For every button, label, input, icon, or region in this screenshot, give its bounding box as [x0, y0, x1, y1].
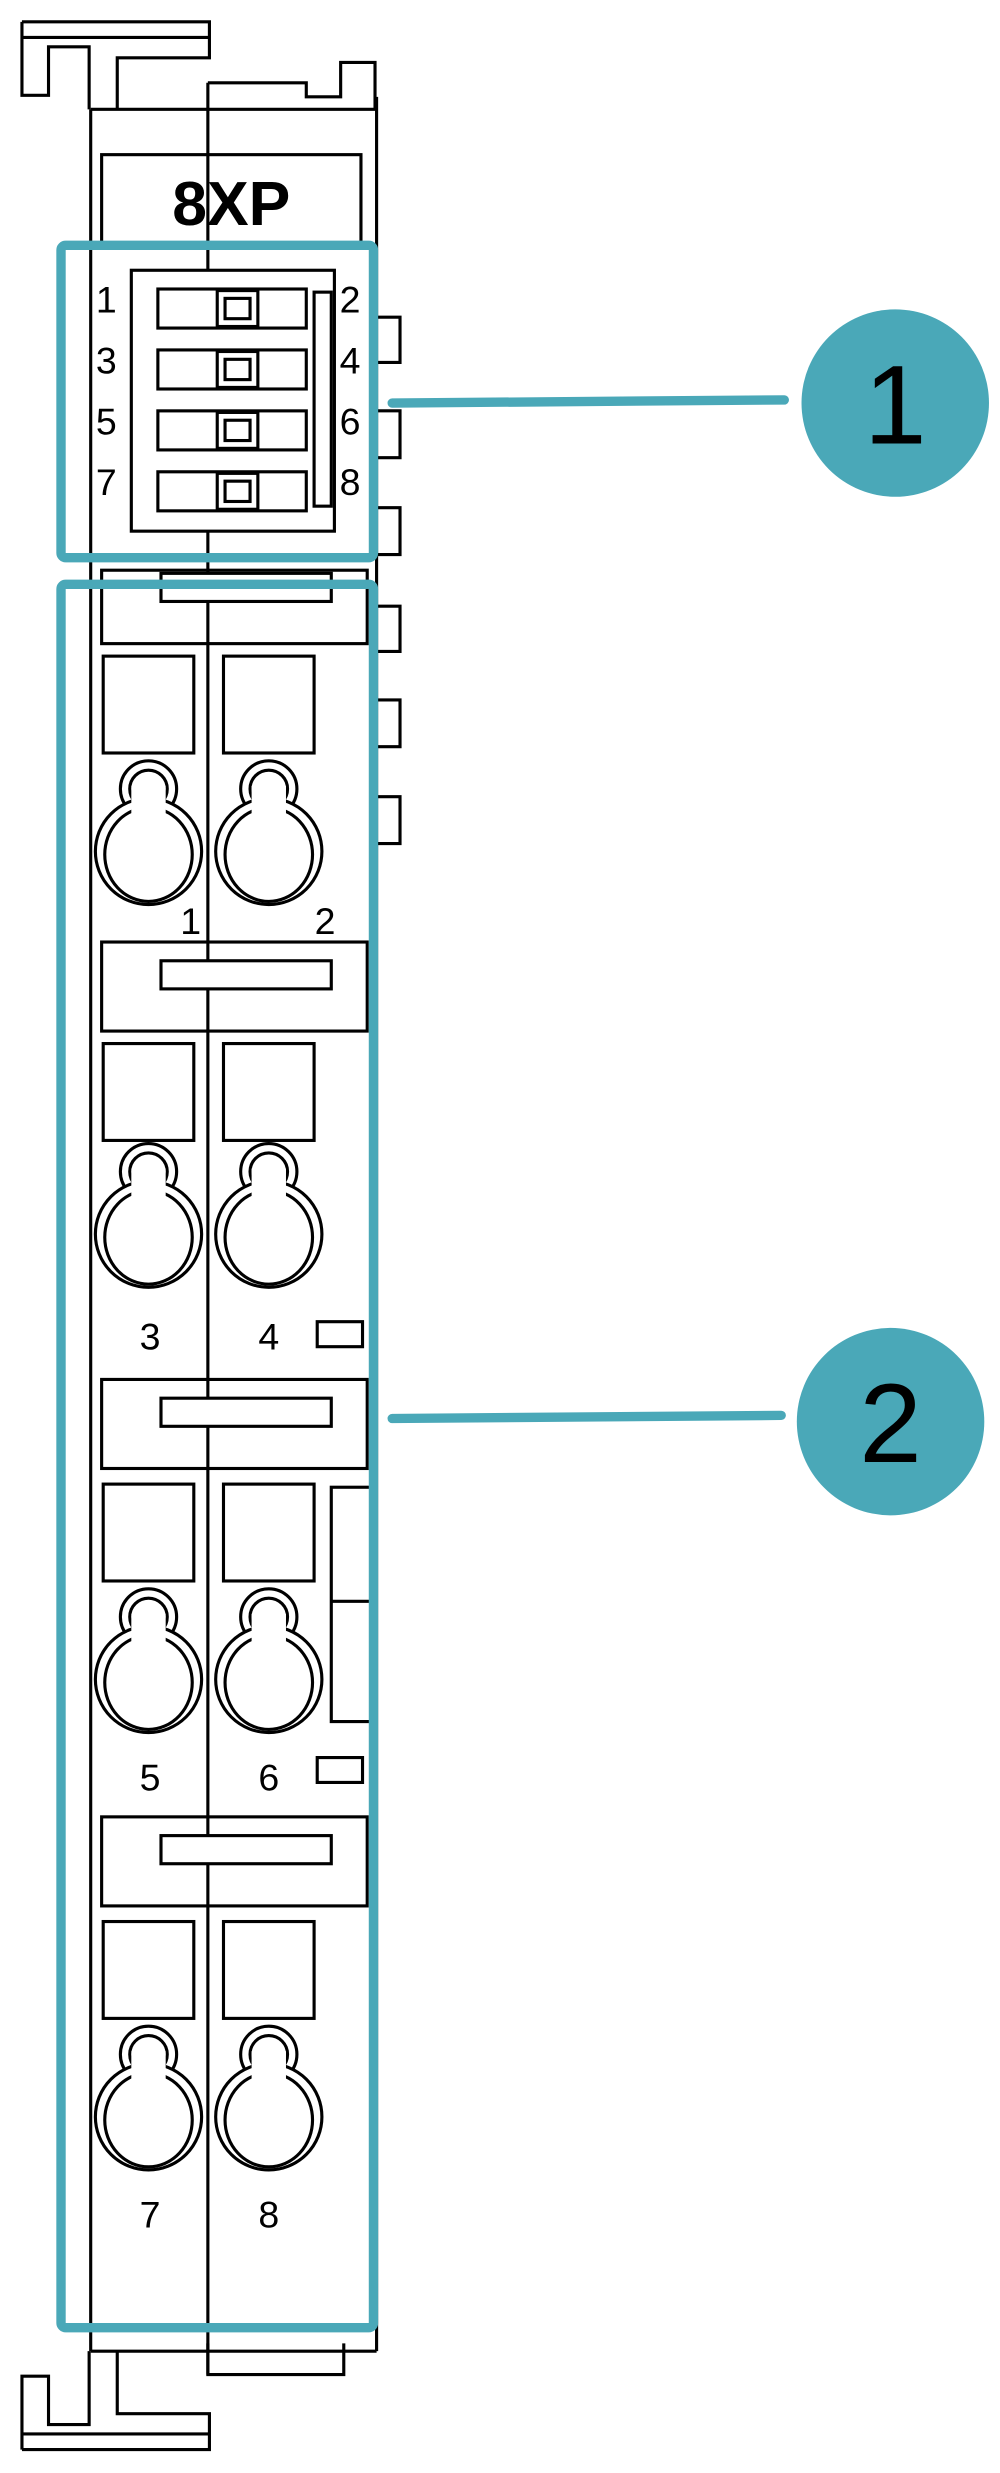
dip-label: 1 — [96, 278, 117, 320]
dip-label: 3 — [96, 339, 117, 381]
terminal-label: 1 — [180, 900, 201, 942]
terminal-label: 6 — [258, 1756, 279, 1798]
wire-entry — [101, 654, 196, 755]
wire-entry — [101, 1919, 196, 2020]
terminal-clamp — [214, 1482, 324, 1735]
terminal-label: 5 — [140, 1756, 161, 1798]
label-holder — [100, 1377, 369, 1471]
terminal-clamp — [93, 1482, 204, 1735]
top-mounting-clip — [20, 20, 377, 110]
terminal-clamp — [214, 1919, 324, 2172]
wire-entry — [221, 1042, 316, 1142]
dip-switch-toggle — [156, 287, 308, 330]
bottom-mounting-clip — [20, 2343, 346, 2452]
label-holder — [100, 940, 369, 1033]
terminal-clamp — [214, 1042, 324, 1289]
dip-label: 8 — [340, 461, 361, 503]
module-label: 8XP — [172, 169, 290, 239]
highlight-dip-switch — [56, 240, 379, 563]
dip-switch-toggle — [156, 409, 308, 452]
terminal-label: 2 — [315, 900, 336, 942]
wire-entry — [221, 1482, 316, 1583]
terminal-label: 7 — [140, 2194, 161, 2236]
terminal-clamp — [93, 654, 204, 907]
dip-label: 5 — [96, 400, 117, 442]
wire-entry — [101, 1482, 196, 1583]
highlight-terminals — [56, 579, 379, 2333]
wire-entry — [101, 1042, 196, 1142]
wire-entry — [221, 1919, 316, 2020]
dip-switch: 1 3 5 7 2 4 6 8 — [96, 268, 361, 533]
terminal-clamp — [93, 1919, 204, 2172]
callout-number: 1 — [864, 342, 927, 468]
terminal-blocks — [93, 654, 324, 2172]
side-connectors — [315, 315, 402, 1785]
dip-switch-toggle — [156, 470, 308, 513]
callout-2: 2 — [387, 1327, 985, 1516]
module-label-box: 8XP — [100, 153, 363, 247]
dip-label: 6 — [340, 400, 361, 442]
wire-entry — [221, 654, 316, 755]
callout-number: 2 — [859, 1360, 922, 1486]
terminal-clamp — [93, 1042, 204, 1289]
terminal-label: 3 — [140, 1316, 161, 1358]
terminal-labels: 1 2 3 4 5 6 7 8 — [140, 900, 336, 2236]
terminal-clamp — [214, 654, 324, 907]
dip-label: 4 — [340, 339, 361, 381]
label-holder — [100, 1815, 369, 1908]
callout-1: 1 — [387, 309, 989, 497]
dip-switch-toggle — [156, 348, 308, 391]
dip-label: 2 — [340, 278, 361, 320]
terminal-label: 4 — [258, 1316, 279, 1358]
dip-label: 7 — [96, 461, 117, 503]
terminal-label: 8 — [258, 2194, 279, 2236]
